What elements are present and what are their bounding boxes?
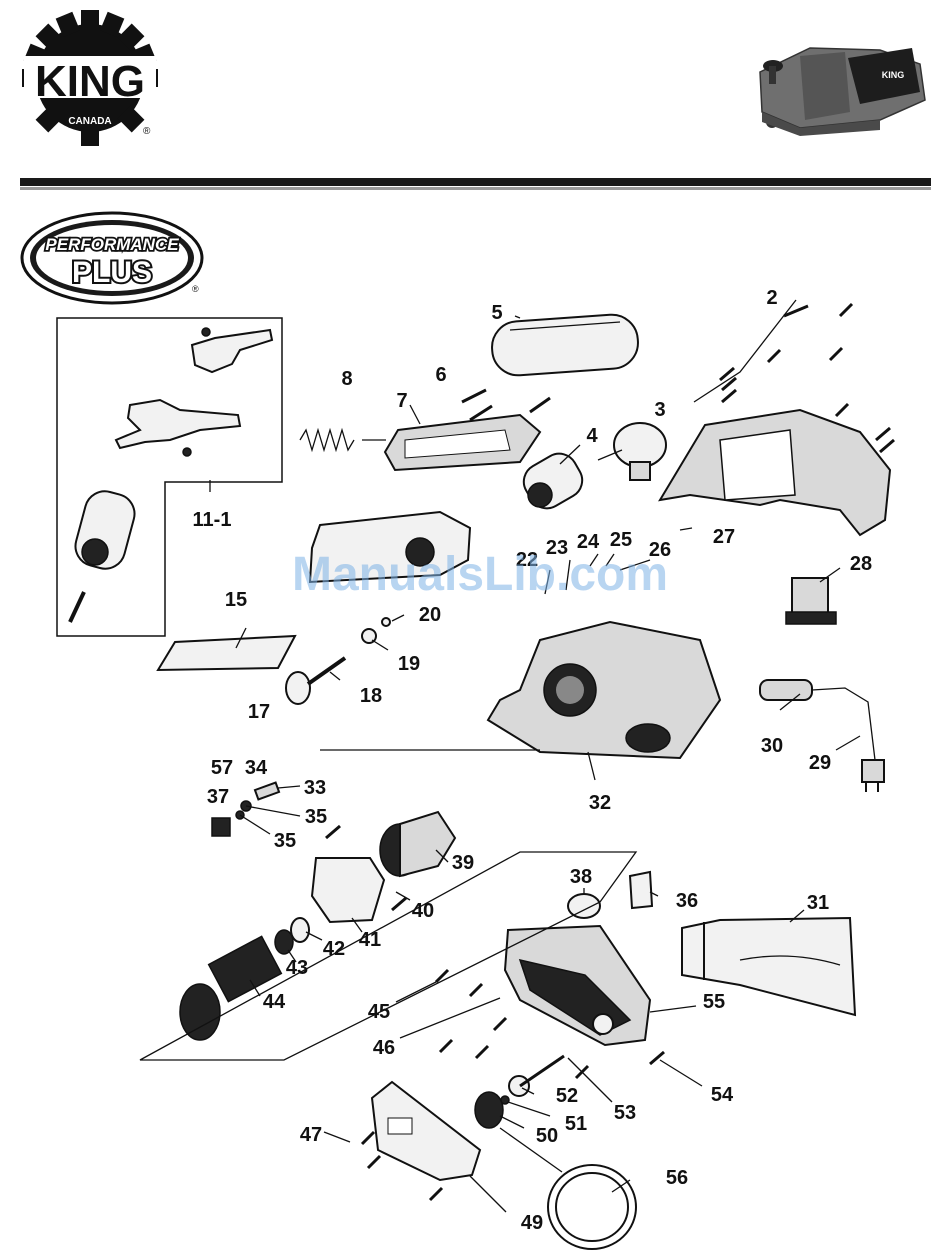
king-canada-logo: KING CANADA ® (22, 10, 158, 146)
callout-3: 3 (654, 399, 665, 421)
part-36-clip (630, 872, 652, 908)
callout-52: 52 (556, 1085, 578, 1107)
callout-56: 56 (666, 1167, 688, 1189)
callout-54: 54 (711, 1084, 734, 1106)
callout-15: 15 (225, 589, 247, 611)
callout-4: 4 (586, 425, 598, 447)
canada-logo-text: CANADA (68, 116, 111, 127)
part-42-bearing (291, 918, 309, 942)
callout-8: 8 (341, 368, 352, 390)
callout-32: 32 (589, 792, 611, 814)
registered-mark: ® (143, 126, 151, 137)
callout-35-upper: 35 (305, 806, 327, 828)
part-43-bearing (275, 930, 293, 954)
callout-6: 6 (435, 364, 446, 386)
callout-49: 49 (521, 1212, 543, 1234)
belt-sander-product-photo: KING (760, 48, 925, 136)
part-3-knob (614, 423, 666, 480)
callout-34: 34 (245, 757, 268, 779)
part-50-pulley (475, 1056, 564, 1128)
callout-19: 19 (398, 653, 420, 675)
part-38-ring (568, 894, 600, 918)
part-28-switch (786, 578, 836, 624)
part-20-washer (382, 618, 390, 626)
callout-5: 5 (491, 302, 502, 324)
header-rule-light (20, 187, 931, 190)
callout-7: 7 (396, 390, 407, 412)
callout-39: 39 (452, 852, 474, 874)
callout-36: 36 (676, 890, 698, 912)
performance-registered-mark: ® (192, 284, 199, 294)
callout-44: 44 (263, 991, 286, 1013)
callout-38: 38 (570, 866, 592, 888)
part-7-frame (385, 415, 540, 470)
callout-55: 55 (703, 991, 725, 1013)
callout-50: 50 (536, 1125, 558, 1147)
product-photo-logo: KING (882, 70, 905, 80)
inset-box-11-1 (57, 318, 282, 636)
callout-35-lower: 35 (274, 830, 296, 852)
part-30-sleeve (760, 680, 812, 700)
callout-28: 28 (850, 553, 872, 575)
callout-11-1: 11-1 (193, 509, 232, 531)
callout-46: 46 (373, 1037, 395, 1059)
callout-45: 45 (368, 1001, 390, 1023)
callout-30: 30 (761, 735, 783, 757)
callout-20: 20 (419, 604, 441, 626)
part-15-plate (158, 636, 295, 670)
plus-logo-text: PLUS (72, 256, 152, 289)
part-27-top-housing (660, 410, 890, 535)
part-56-drive-belt (548, 1165, 636, 1249)
callout-18: 18 (360, 685, 382, 707)
callout-53: 53 (614, 1102, 636, 1124)
callout-47: 47 (300, 1124, 322, 1146)
callout-51: 51 (565, 1113, 587, 1135)
header-rule-dark (20, 178, 931, 186)
part-29-cord (812, 688, 884, 792)
part-17-18-gear-shaft (286, 658, 345, 704)
manualslib-watermark: ManualsLib.com (292, 548, 668, 601)
part-39-field (380, 812, 455, 876)
callout-42: 42 (323, 938, 345, 960)
callout-27: 27 (713, 526, 735, 548)
performance-plus-logo: PERFORMANCE PLUS ® (22, 213, 202, 303)
part-4-roller (517, 447, 588, 515)
callout-17: 17 (248, 701, 270, 723)
callout-41: 41 (359, 929, 381, 951)
callout-2: 2 (766, 287, 777, 309)
callout-37: 37 (207, 786, 229, 808)
part-5-sanding-belt (490, 313, 639, 377)
callout-43: 43 (286, 957, 308, 979)
part-49-cover (372, 1082, 480, 1180)
part-8-spring (300, 430, 354, 450)
part-46-gear-housing (505, 926, 650, 1045)
inset-parts-11-1 (70, 328, 272, 622)
callout-31: 31 (807, 892, 829, 914)
callout-29: 29 (809, 752, 831, 774)
part-32-main-housing (488, 622, 720, 758)
performance-logo-text: PERFORMANCE (45, 235, 179, 254)
callout-33: 33 (304, 777, 326, 799)
callout-40: 40 (412, 900, 434, 922)
callout-57: 57 (211, 757, 233, 779)
king-logo-text: KING (35, 57, 145, 106)
part-41-baffle (312, 858, 384, 922)
part-44-armature (180, 936, 281, 1040)
